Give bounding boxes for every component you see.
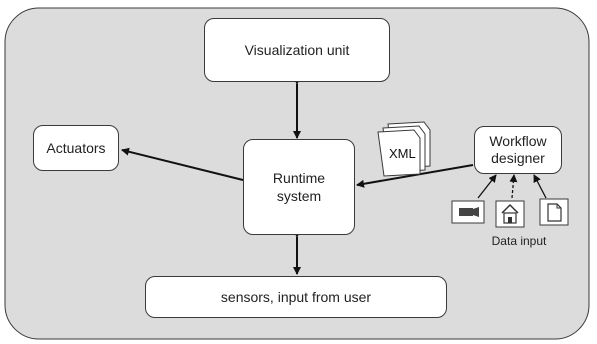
house-icon [495,200,525,228]
runtime-system-label: Runtime system [272,170,326,204]
arrow-document-workflow [533,174,547,199]
arrow-camera-workflow [477,174,497,199]
sensors-label: sensors, input from user [220,289,372,305]
data-input-label: Data input [491,234,547,248]
arrow-runtime-actuators [121,147,251,186]
visualization-unit-label: Visualization unit [244,42,350,58]
actuators-node: Actuators [33,125,119,171]
arrow-workflow-runtime [356,164,474,188]
workflow-designer-label: Workflow designer [489,133,547,166]
document-icon [539,198,569,226]
runtime-system-node: Runtime system [243,139,355,235]
workflow-designer-node: Workflow designer [474,126,562,174]
sensors-node: sensors, input from user [145,276,447,318]
camera-icon [451,200,485,224]
actuators-label: Actuators [46,140,106,156]
xml-documents-icon [377,121,431,177]
arrow-house-workflow [509,174,518,199]
visualization-unit-node: Visualization unit [204,18,390,82]
xml-label: XML [389,146,416,161]
